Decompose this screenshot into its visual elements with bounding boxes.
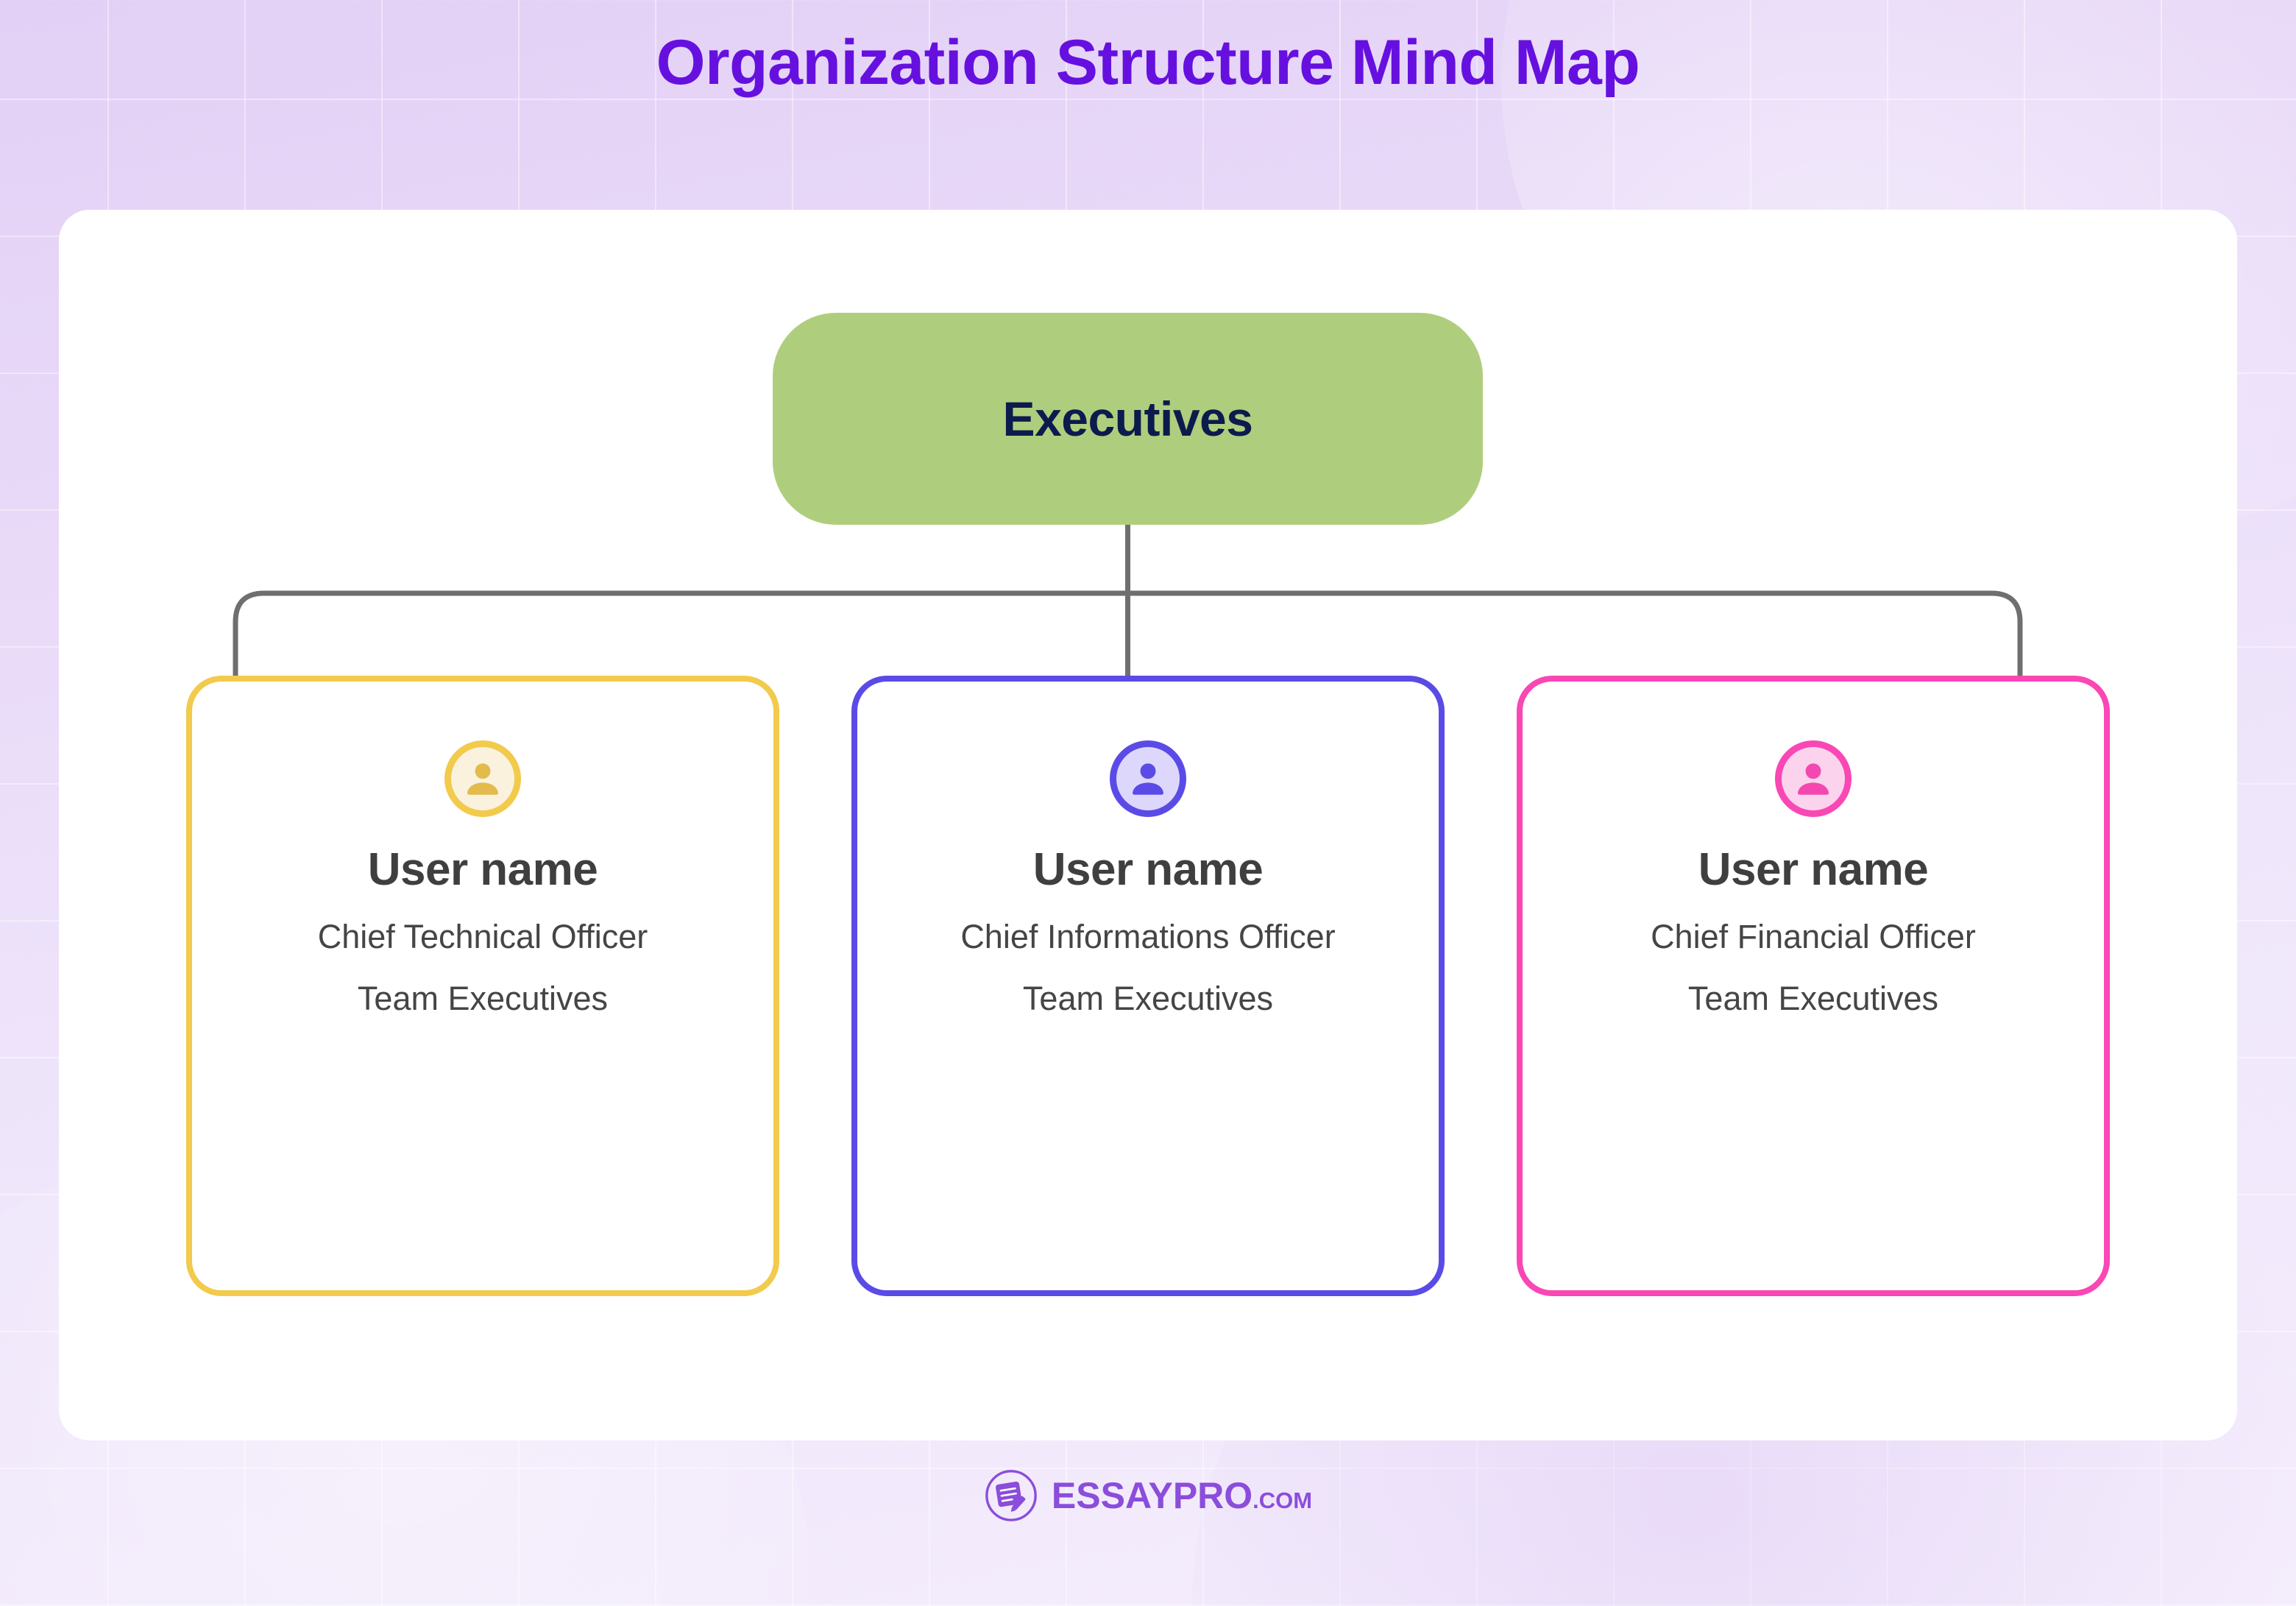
document-pencil-icon [985,1470,1037,1521]
person-role: Chief Informations Officer [960,918,1336,955]
person-icon [1133,763,1163,795]
brand-tld-text: .COM [1252,1488,1313,1513]
person-name: User name [1032,844,1264,895]
person-icon [467,763,498,795]
person-team: Team Executives [1022,980,1274,1017]
brand-wordmark: ESSAY PRO .COM [1052,1474,1312,1517]
person-card-cto[interactable]: User name Chief Technical Officer Team E… [186,676,779,1296]
avatar [1110,740,1186,817]
avatar [444,740,521,817]
person-role: Chief Technical Officer [317,918,648,955]
mind-map-board: Executives User name Chief Technical Off… [59,210,2237,1440]
person-card-cio[interactable]: User name Chief Informations Officer Tea… [851,676,1445,1296]
footer-brand-logo: ESSAY PRO .COM [0,1468,2296,1523]
person-team: Team Executives [357,980,609,1017]
root-node-executives[interactable]: Executives [773,313,1483,525]
brand-essay-text: ESSAY [1051,1475,1173,1516]
child-cards-row: User name Chief Technical Officer Team E… [59,676,2237,1296]
root-node-label: Executives [1002,392,1253,446]
person-name: User name [367,844,598,895]
brand-pro-text: PRO [1172,1475,1253,1516]
person-name: User name [1698,844,1929,895]
person-team: Team Executives [1687,980,1939,1017]
person-role: Chief Financial Officer [1651,918,1976,955]
person-card-cfo[interactable]: User name Chief Financial Officer Team E… [1517,676,2110,1296]
person-icon [1798,763,1829,795]
avatar [1775,740,1852,817]
page-title: Organization Structure Mind Map [656,27,1640,98]
